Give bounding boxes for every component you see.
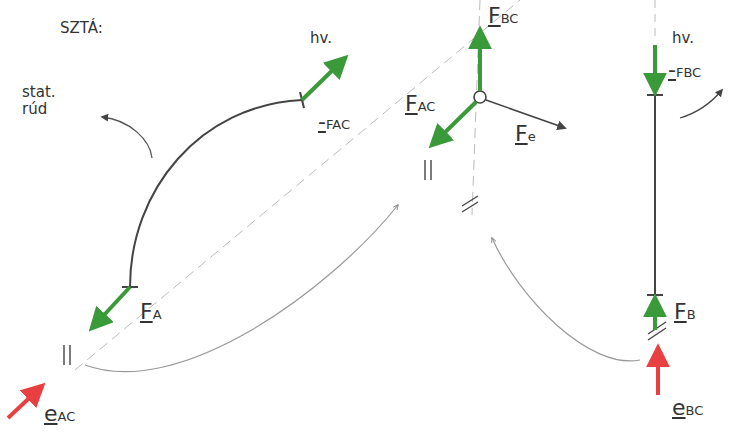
force-arrow xyxy=(653,45,657,92)
force-arrow xyxy=(432,102,476,145)
line-of-action xyxy=(655,0,656,40)
force-label: FAC xyxy=(405,92,435,116)
link-curve xyxy=(492,238,640,361)
unit-vector xyxy=(656,348,660,395)
force-arrow xyxy=(653,298,657,330)
straight-rod xyxy=(654,95,656,295)
note: stat. rúd xyxy=(22,84,66,117)
cut-mark xyxy=(64,160,666,365)
force-label: FBC xyxy=(488,4,518,28)
pointer-arrow xyxy=(680,90,722,118)
vector-label: eAC xyxy=(44,402,75,426)
force-label: FB xyxy=(674,300,696,324)
curved-rod xyxy=(130,100,302,287)
unit-vector xyxy=(8,386,42,418)
vector-label: eBC xyxy=(672,396,703,420)
force-label: Fe xyxy=(515,122,536,146)
force-label: -FBC xyxy=(668,58,701,82)
force-label: FA xyxy=(140,300,162,324)
rod-end xyxy=(647,294,663,296)
force-arrow xyxy=(92,287,130,328)
note: hv. xyxy=(672,30,694,47)
link-curve xyxy=(85,205,398,372)
pointer-arrow xyxy=(102,117,152,158)
joint xyxy=(474,91,486,103)
rod-end xyxy=(647,94,663,96)
note: hv. xyxy=(310,30,332,47)
force-arrow xyxy=(302,58,345,100)
force-label: -FAC xyxy=(318,110,350,134)
force-arrow xyxy=(478,30,482,91)
title-note: SZTÁ: xyxy=(60,20,103,37)
line-of-action xyxy=(75,0,520,370)
